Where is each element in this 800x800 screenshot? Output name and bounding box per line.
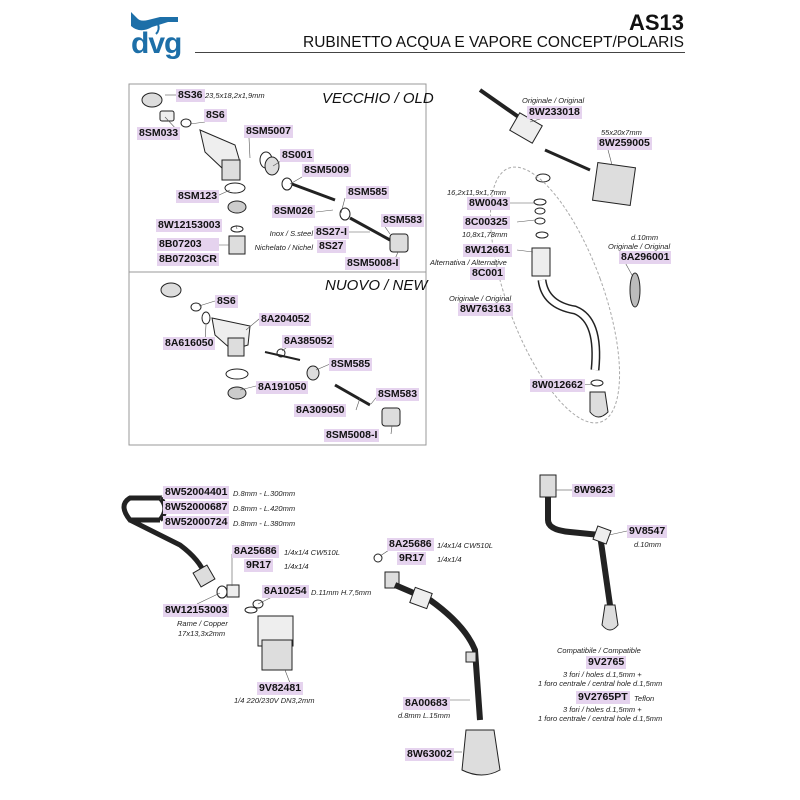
part-code: 8A204052: [259, 313, 312, 326]
part-note: 1/4x1/4: [284, 562, 309, 571]
part-code: 8SM033: [137, 127, 181, 140]
part-note: Compatibile / Compatible: [557, 646, 641, 655]
part-code: 8SM5008-I: [345, 257, 401, 270]
part-code: 8SM583: [376, 388, 420, 401]
part-code: 8W12153003: [163, 604, 230, 617]
part-note: Originale / Original: [449, 294, 512, 303]
part-note: d.8mm L.15mm: [398, 711, 451, 720]
part-code: 8SM585: [329, 358, 373, 371]
part-code: 8W0043: [467, 197, 511, 210]
part-note: 1 foro centrale / central hole d.1,5mm: [538, 714, 663, 723]
part-code: 9V8547: [627, 525, 668, 538]
part-note: 23,5x18,2x1,9mm: [205, 91, 265, 100]
part-note: 3 fori / holes d.1,5mm +: [563, 670, 642, 679]
part-code: 8A00683: [403, 697, 450, 710]
part-code: 8W259005: [597, 137, 652, 150]
part-code: 8S6: [204, 109, 227, 122]
part-code: 8W9623: [572, 484, 616, 497]
part-code: 8A25686: [232, 545, 279, 558]
part-code: 8A296001: [619, 251, 672, 264]
header-divider: [195, 52, 685, 53]
part-code: 9R17: [397, 552, 427, 565]
part-note: 17x13,3x2mm: [178, 629, 226, 638]
part-code: 8C001: [470, 267, 505, 280]
part-note: 1/4x1/4 CW510L: [284, 548, 340, 557]
part-note: 1/4x1/4 CW510L: [437, 541, 493, 550]
part-code: 8S001: [280, 149, 315, 162]
part-note: d.10mm: [631, 233, 659, 242]
part-code: 8S27: [317, 240, 346, 253]
part-code: 8S6: [215, 295, 238, 308]
part-note: 16,2x11,9x1,7mm: [447, 188, 507, 197]
part-code: 8A616050: [163, 337, 216, 350]
part-code: 8W52004401: [163, 486, 230, 499]
part-note: D.8mm - L.380mm: [233, 519, 296, 528]
part-note: Alternativa / Alternative: [430, 258, 507, 267]
part-note: 1/4x1/4: [437, 555, 462, 564]
part-note: D.11mm H.7,5mm: [311, 588, 372, 597]
part-note: Teflon: [634, 694, 655, 703]
part-note: 1/4 220/230V DN3,2mm: [234, 696, 315, 705]
part-note: 10,8x1,78mm: [462, 230, 508, 239]
brand-name: dvg: [131, 27, 182, 60]
part-code: 9V2765PT: [576, 691, 630, 704]
part-code: 8A10254: [262, 585, 309, 598]
part-note: Inox / S.steel: [269, 229, 313, 238]
part-code: 9R17: [244, 559, 274, 572]
part-code: 8SM5009: [302, 164, 351, 177]
part-code: 8A309050: [294, 404, 347, 417]
part-note: 55x20x7mm: [601, 128, 642, 137]
part-code: 8W763163: [458, 303, 513, 316]
part-note: D.8mm - L.420mm: [233, 504, 296, 513]
part-note: D.8mm - L.300mm: [233, 489, 296, 498]
part-code: 8SM5008-I: [324, 429, 380, 442]
part-note: Originale / Original: [608, 242, 671, 251]
part-code: 8SM123: [176, 190, 220, 203]
part-code: 8W63002: [405, 748, 454, 761]
part-code: 8SM5007: [244, 125, 293, 138]
part-code: 8A25686: [387, 538, 434, 551]
part-code: 8C00325: [463, 216, 510, 229]
part-code: 8W233018: [527, 106, 582, 119]
part-code: 8SM585: [346, 186, 390, 199]
part-code: 8B07203: [157, 238, 219, 251]
part-code: 8W52000687: [163, 501, 230, 514]
part-code: 8W12661: [463, 244, 512, 257]
part-code: 8A191050: [256, 381, 309, 394]
part-code: 8SM583: [381, 214, 425, 227]
part-note: 1 foro centrale / central hole d.1,5mm: [538, 679, 663, 688]
part-note: Rame / Copper: [177, 619, 228, 628]
part-note: Originale / Original: [522, 96, 585, 105]
section-new-heading: NUOVO / NEW: [325, 277, 428, 294]
part-code: 8A385052: [282, 335, 335, 348]
part-note: d.10mm: [634, 540, 662, 549]
part-note: Nichelato / Nichel: [254, 243, 313, 252]
part-code: 9V82481: [257, 682, 304, 695]
part-code: 8B07203CR: [157, 253, 219, 266]
part-code: 8W12153003: [156, 219, 223, 232]
section-old-heading: VECCHIO / OLD: [322, 90, 434, 107]
part-code: 8W52000724: [163, 516, 230, 529]
part-note: 3 fori / holes d.1,5mm +: [563, 705, 642, 714]
page-subtitle: RUBINETTO ACQUA E VAPORE CONCEPT/POLARIS: [303, 34, 684, 51]
part-code: 8W012662: [530, 379, 585, 392]
part-code: 8SM026: [272, 205, 316, 218]
part-code: 8S36: [176, 89, 205, 102]
model-title: AS13: [628, 10, 684, 35]
part-code: 8S27-I: [314, 226, 349, 239]
part-code: 9V2765: [586, 656, 627, 669]
